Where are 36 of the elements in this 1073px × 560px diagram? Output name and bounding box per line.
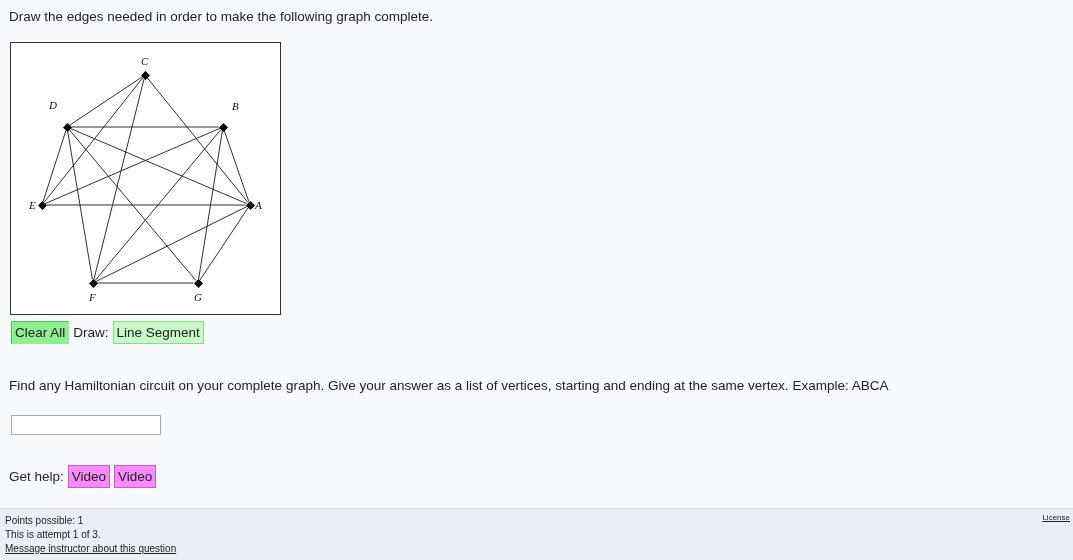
edge-line <box>93 78 145 280</box>
edge-line <box>95 206 248 282</box>
edge-line <box>67 130 93 280</box>
edge-line <box>44 127 221 205</box>
edge-line <box>223 129 250 203</box>
attempt-count-text: This is attempt 1 of 3. <box>5 528 101 541</box>
video-button: Video <box>67 465 111 488</box>
vertex-label: C <box>141 55 149 67</box>
edge-line <box>198 130 223 280</box>
points-possible-text: Points possible: 1 <box>5 514 84 527</box>
edge-line <box>71 126 219 128</box>
edge-line <box>46 204 246 206</box>
vertex-label: A <box>255 199 262 211</box>
clear-all-button: Clear All <box>11 321 70 344</box>
help-label: Get help: <box>9 468 64 485</box>
edge-line <box>199 207 249 281</box>
question-prompt: Draw the edges needed in order to make the following graph complete. <box>9 8 433 25</box>
edge-line <box>43 77 144 203</box>
draw-mode-label: Draw: <box>73 324 109 341</box>
question-prompt: Find any Hamiltonian circuit on your complete graph. Give your answer as a list of vertices, starting and ending at the same vertex. Example: ABCA <box>9 377 889 394</box>
edge-line <box>146 77 249 203</box>
edge-line <box>69 127 248 205</box>
line-segment-button: Line Segment <box>112 321 204 344</box>
license-link: License <box>1042 513 1070 523</box>
vertex-label: F <box>89 291 96 303</box>
edge-line <box>42 129 67 203</box>
vertex-label: D <box>49 99 57 111</box>
vertex-label: B <box>232 100 239 112</box>
vertex-label: E <box>29 199 36 211</box>
edge-line <box>97 282 194 284</box>
message-instructor-link: Message instructor about this question <box>5 542 177 555</box>
vertex-label: G <box>194 291 202 303</box>
edge-line <box>68 129 197 281</box>
edge-line <box>94 129 222 281</box>
edge-line <box>69 76 143 126</box>
video-button: Video <box>114 465 157 488</box>
